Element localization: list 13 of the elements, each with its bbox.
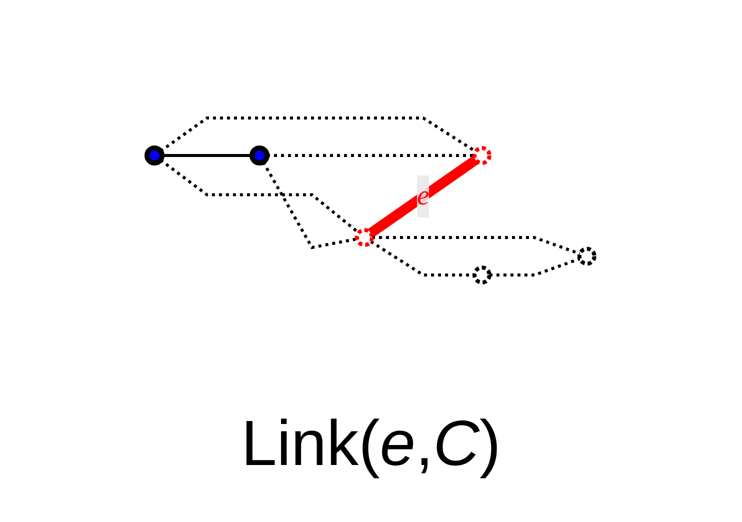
node-circle [144, 145, 165, 166]
edge-label: e [417, 180, 430, 212]
connector [368, 155, 479, 238]
node-circle [472, 265, 492, 284]
node-circle [578, 246, 597, 266]
caption: Link(e,C) [241, 406, 501, 480]
connector [162, 154, 252, 157]
connector [267, 154, 475, 157]
node-circle [355, 228, 374, 247]
connector [160, 158, 360, 234]
node-circle [250, 145, 270, 166]
connector [262, 161, 358, 249]
node-circle [472, 146, 492, 165]
